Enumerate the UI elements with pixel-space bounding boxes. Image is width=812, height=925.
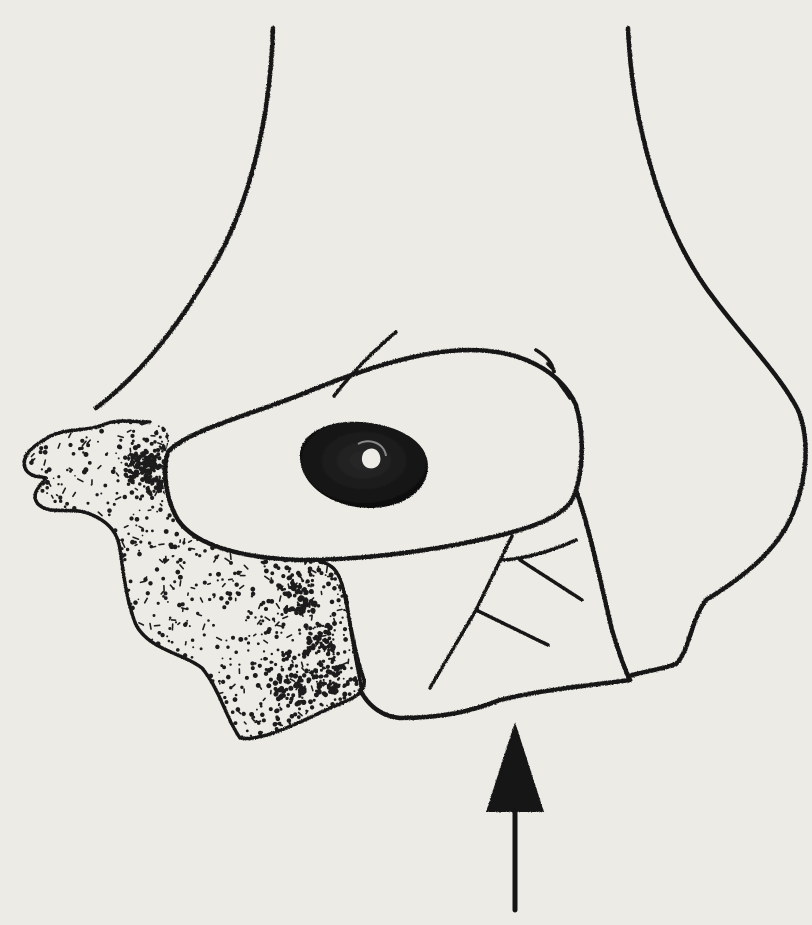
fracture-line-c: [476, 610, 548, 645]
shaft-right-edge: [628, 28, 806, 676]
condyle-lower-outline: [360, 680, 630, 718]
lesion-highlight: [362, 449, 380, 469]
bone-outline: [96, 28, 806, 718]
fracture-line-b: [520, 560, 582, 600]
fracture-line-d: [500, 540, 576, 560]
trochlea-edge: [576, 490, 630, 680]
arrow-head: [486, 722, 544, 812]
up-arrow: [486, 722, 544, 910]
dark-lesion: [300, 422, 428, 508]
shaft-left-edge: [96, 28, 273, 408]
